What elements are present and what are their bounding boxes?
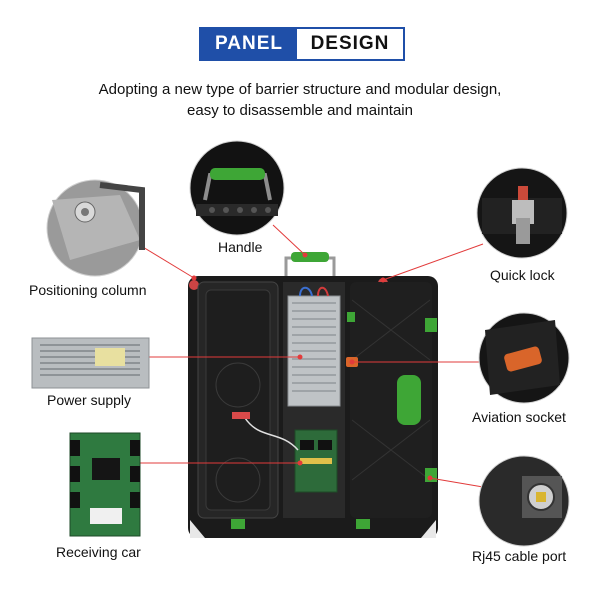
panel-design-title: PANEL DESIGN	[199, 27, 405, 61]
handle-inset	[189, 140, 285, 236]
label-quick-lock: Quick lock	[490, 267, 555, 283]
aviation-socket-inset	[478, 312, 570, 404]
label-aviation-socket: Aviation socket	[472, 409, 566, 425]
power-supply-inset	[31, 337, 150, 389]
quick-lock-inset	[476, 167, 568, 259]
title-design: DESIGN	[297, 29, 403, 59]
label-positioning-column: Positioning column	[29, 282, 147, 298]
subtitle-line-2: easy to disassemble and maintain	[187, 102, 413, 119]
label-handle: Handle	[218, 239, 263, 255]
leader-dots	[191, 252, 433, 481]
receiving-card-inset	[69, 432, 141, 537]
title-panel: PANEL	[201, 29, 297, 59]
positioning-column-inset	[46, 179, 145, 277]
label-receiving-card: Receiving car	[56, 544, 141, 560]
rj45-inset	[478, 455, 570, 547]
leader-lines	[127, 224, 484, 488]
label-power-supply: Power supply	[47, 392, 132, 408]
subtitle: Adopting a new type of barrier structure…	[0, 79, 600, 121]
label-rj45-port: Rj45 cable port	[472, 548, 567, 564]
subtitle-line-1: Adopting a new type of barrier structure…	[98, 81, 502, 98]
led-cabinet	[188, 252, 438, 538]
